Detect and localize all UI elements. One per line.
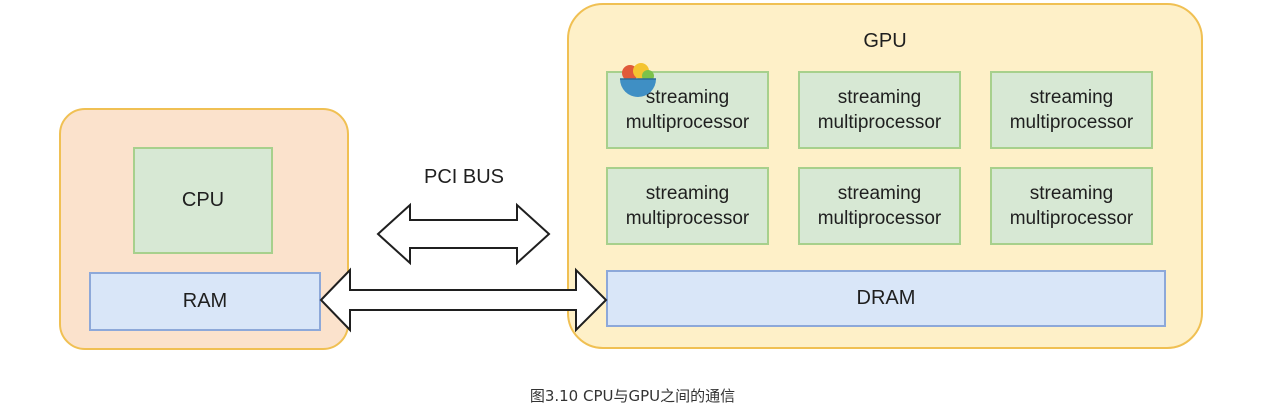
pci-bus-double-arrow-icon <box>376 202 551 266</box>
sm-box: streaming multiprocessor <box>606 71 769 149</box>
sm-label-line2: multiprocessor <box>625 112 750 133</box>
sm-label-line2: multiprocessor <box>817 112 942 133</box>
sm-box: streaming multiprocessor <box>606 167 769 245</box>
pci-bus-label: PCI BUS <box>423 166 505 188</box>
sm-box: streaming multiprocessor <box>798 167 961 245</box>
sm-box: streaming multiprocessor <box>990 167 1153 245</box>
cpu-box: CPU <box>133 147 273 254</box>
sm-label-line2: multiprocessor <box>625 208 750 229</box>
sm-label-line1: streaming <box>837 183 922 204</box>
sm-box: streaming multiprocessor <box>798 71 961 149</box>
fruit-bowl-logo-icon <box>620 63 656 97</box>
cpu-label: CPU <box>181 189 225 211</box>
memory-link-double-arrow-icon <box>319 267 608 333</box>
ram-box: RAM <box>89 272 321 331</box>
sm-label-line1: streaming <box>837 87 922 108</box>
sm-box: streaming multiprocessor <box>990 71 1153 149</box>
gpu-title: GPU <box>863 30 907 52</box>
sm-label-line2: multiprocessor <box>817 208 942 229</box>
dram-box: DRAM <box>606 270 1166 327</box>
figure-caption: 图3.10 CPU与GPU之间的通信 <box>529 387 736 405</box>
sm-label-line2: multiprocessor <box>1009 208 1134 229</box>
sm-label-line1: streaming <box>1029 183 1114 204</box>
ram-label: RAM <box>182 290 228 312</box>
dram-label: DRAM <box>856 287 916 309</box>
sm-label-line1: streaming <box>645 87 730 108</box>
sm-label-line2: multiprocessor <box>1009 112 1134 133</box>
sm-label-line1: streaming <box>645 183 730 204</box>
sm-label-line1: streaming <box>1029 87 1114 108</box>
